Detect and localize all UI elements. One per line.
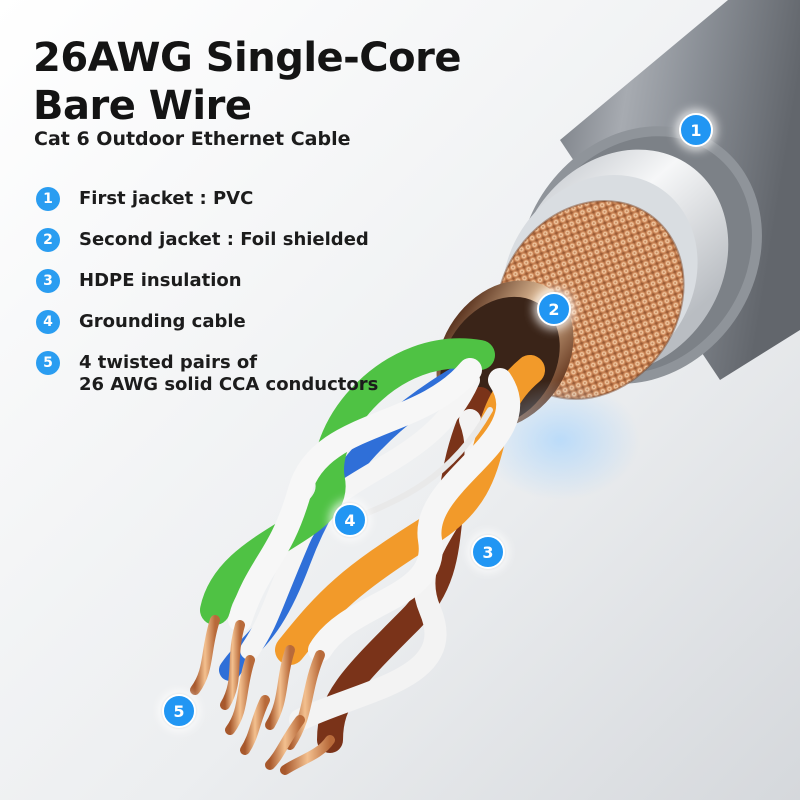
title-line-2: Bare Wire (33, 83, 252, 129)
number-badge-4: 4 (36, 310, 60, 334)
number-badge-2: 2 (36, 228, 60, 252)
feature-item-1: 1 First jacket : PVC (36, 187, 378, 229)
callout-marker-2: 2 (537, 292, 571, 326)
page-subtitle: Cat 6 Outdoor Ethernet Cable (34, 128, 351, 150)
callout-marker-4: 4 (333, 503, 367, 537)
feature-item-2: 2 Second jacket : Foil shielded (36, 228, 378, 270)
callout-marker-1: 1 (679, 113, 713, 147)
feature-text-5: 4 twisted pairs of 26 AWG solid CCA cond… (79, 352, 378, 396)
number-badge-3: 3 (36, 269, 60, 293)
callout-marker-5: 5 (162, 694, 196, 728)
feature-list: 1 First jacket : PVC 2 Second jacket : F… (36, 187, 378, 412)
feature-text-5-line-2: 26 AWG solid CCA conductors (79, 374, 379, 395)
number-badge-5: 5 (36, 351, 60, 375)
twisted-pairs (200, 338, 545, 753)
page-title: 26AWG Single-Core Bare Wire (33, 34, 461, 130)
feature-text-5-line-1: 4 twisted pairs of (79, 352, 258, 373)
feature-text-4: Grounding cable (79, 311, 246, 332)
feature-item-5: 5 4 twisted pairs of 26 AWG solid CCA co… (36, 351, 378, 412)
feature-item-4: 4 Grounding cable (36, 310, 378, 352)
feature-text-3: HDPE insulation (79, 270, 242, 291)
feature-text-1: First jacket : PVC (79, 188, 254, 209)
title-line-1: 26AWG Single-Core (33, 35, 461, 81)
feature-item-3: 3 HDPE insulation (36, 269, 378, 311)
feature-text-2: Second jacket : Foil shielded (79, 229, 369, 250)
glow-highlight (480, 380, 640, 500)
callout-marker-3: 3 (471, 535, 505, 569)
number-badge-1: 1 (36, 187, 60, 211)
copper-conductors (190, 615, 335, 775)
